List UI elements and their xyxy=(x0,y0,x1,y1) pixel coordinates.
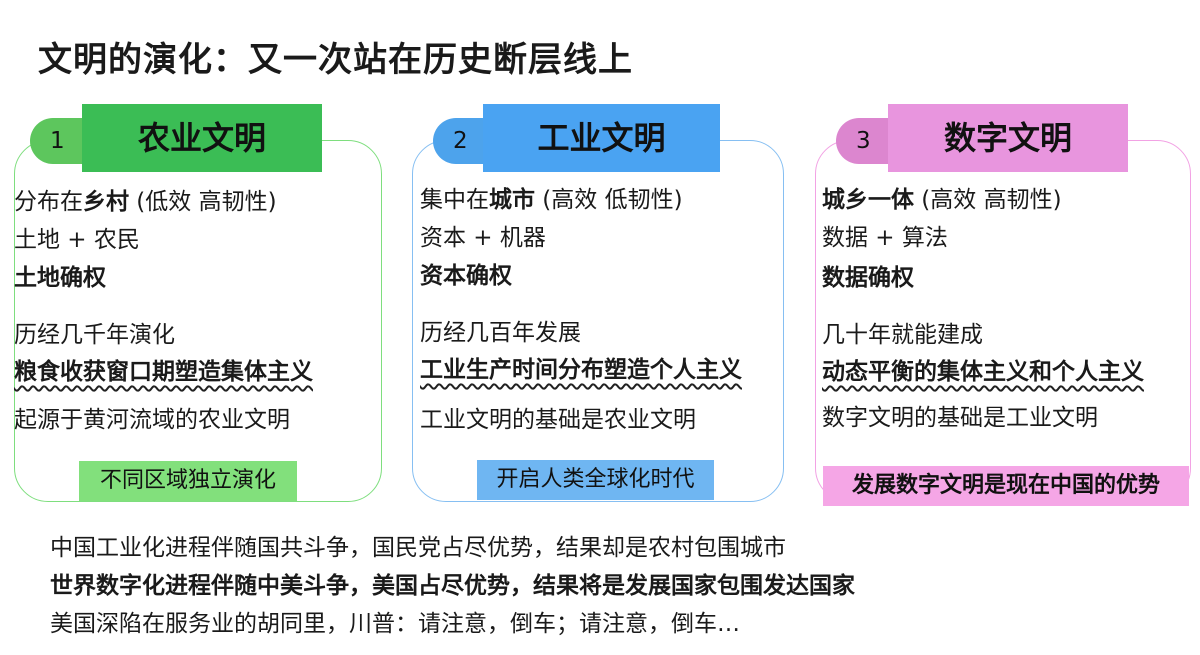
industrial-line-foundation: 工业文明的基础是农业文明 xyxy=(420,407,696,433)
agriculture-line-factors: 土地 + 农民 xyxy=(14,227,140,253)
digital-heading: 数字文明 xyxy=(888,104,1128,172)
bottom-note-3: 美国深陷在服务业的胡同里，川普：请注意，倒车；请注意，倒车… xyxy=(50,611,740,637)
page-title: 文明的演化：又一次站在历史断层线上 xyxy=(38,40,633,80)
digital-line-rights: 数据确权 xyxy=(822,265,914,291)
agriculture-line-duration: 历经几千年演化 xyxy=(14,322,175,348)
agriculture-heading: 农业文明 xyxy=(82,104,322,172)
digital-line-foundation: 数字文明的基础是工业文明 xyxy=(822,405,1098,431)
industrial-tag: 开启人类全球化时代 xyxy=(477,460,714,500)
digital-tag: 发展数字文明是现在中国的优势 xyxy=(823,466,1189,506)
digital-line-factors: 数据 + 算法 xyxy=(822,225,948,251)
agriculture-line-distribution: 分布在乡村 (低效 高韧性) xyxy=(14,189,277,215)
industrial-line-rights: 资本确权 xyxy=(420,263,512,289)
agriculture-tag: 不同区域独立演化 xyxy=(79,461,297,501)
industrial-heading: 工业文明 xyxy=(483,104,720,172)
industrial-line-factors: 资本 + 机器 xyxy=(420,225,546,251)
digital-line-duration: 几十年就能建成 xyxy=(822,322,983,348)
industrial-line-duration: 历经几百年发展 xyxy=(420,320,581,346)
bottom-note-1: 中国工业化进程伴随国共斗争，国民党占尽优势，结果却是农村包围城市 xyxy=(50,535,786,561)
bottom-note-2: 世界数字化进程伴随中美斗争，美国占尽优势，结果将是发展国家包围发达国家 xyxy=(50,573,855,599)
industrial-line-culture: 工业生产时间分布塑造个人主义 xyxy=(420,357,742,383)
agriculture-line-rights: 土地确权 xyxy=(14,265,106,291)
industrial-line-distribution: 集中在城市 (高效 低韧性) xyxy=(420,187,683,213)
agriculture-line-culture: 粮食收获窗口期塑造集体主义 xyxy=(14,359,313,385)
agriculture-line-origin: 起源于黄河流域的农业文明 xyxy=(14,407,290,433)
digital-line-culture: 动态平衡的集体主义和个人主义 xyxy=(822,359,1144,385)
digital-line-distribution: 城乡一体 (高效 高韧性) xyxy=(822,187,1062,213)
